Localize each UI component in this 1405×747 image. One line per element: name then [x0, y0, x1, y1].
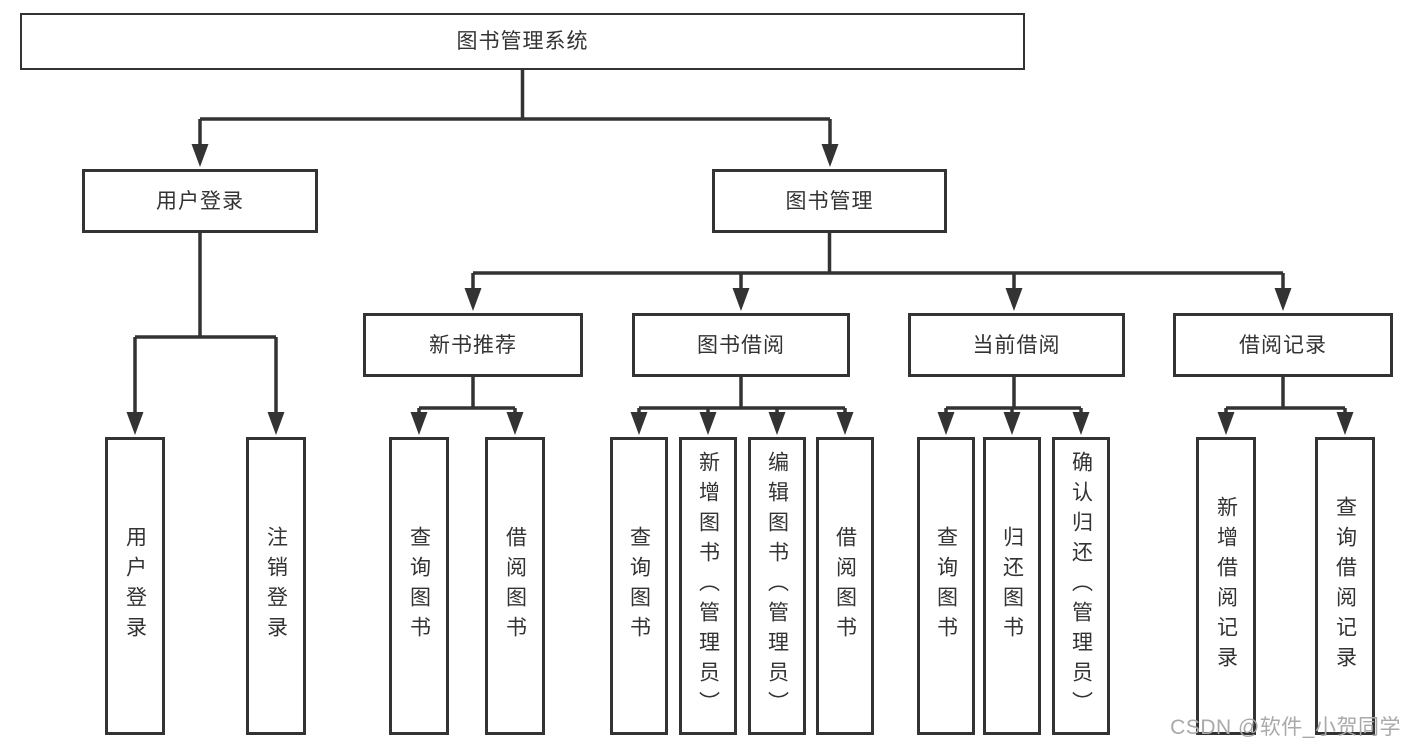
- connector-book-mgmt-children: [464, 233, 1292, 311]
- connector-user-login-children: [126, 233, 285, 435]
- node-new-book-rec: 新书推荐: [363, 313, 583, 377]
- leaf-label: 编辑图书（管理员）: [765, 451, 789, 721]
- node-leaf-borrow-book-2: 借阅图书: [816, 437, 874, 735]
- leaf-label: 借阅图书: [503, 526, 527, 646]
- leaf-label: 借阅图书: [833, 526, 857, 646]
- connector-current-borrow-children: [937, 377, 1090, 435]
- node-leaf-query-book-1: 查询图书: [389, 437, 449, 735]
- node-leaf-confirm-return: 确认归还（管理员）: [1052, 437, 1110, 735]
- connector-borrow-record-children: [1217, 377, 1354, 435]
- node-leaf-add-book: 新增图书（管理员）: [679, 437, 737, 735]
- connector-book-borrow-children: [630, 377, 854, 435]
- leaf-label: 查询图书: [627, 526, 651, 646]
- node-borrow-record: 借阅记录: [1173, 313, 1393, 377]
- node-leaf-query-record: 查询借阅记录: [1315, 437, 1375, 735]
- node-leaf-query-book-3: 查询图书: [917, 437, 975, 735]
- node-book-mgmt: 图书管理: [712, 169, 947, 233]
- node-leaf-logout: 注销登录: [246, 437, 306, 735]
- node-leaf-return-book: 归还图书: [983, 437, 1041, 735]
- node-root: 图书管理系统: [20, 13, 1025, 70]
- node-leaf-user-login: 用户登录: [105, 437, 165, 735]
- leaf-label: 查询图书: [934, 526, 958, 646]
- node-book-borrow: 图书借阅: [632, 313, 850, 377]
- leaf-label: 查询图书: [407, 526, 431, 646]
- leaf-label: 确认归还（管理员）: [1069, 451, 1093, 721]
- node-leaf-edit-book: 编辑图书（管理员）: [748, 437, 806, 735]
- leaf-label: 查询借阅记录: [1333, 496, 1357, 676]
- node-current-borrow: 当前借阅: [908, 313, 1125, 377]
- node-leaf-add-record: 新增借阅记录: [1196, 437, 1256, 735]
- leaf-label: 注销登录: [264, 526, 288, 646]
- connector-new-book-rec-children: [410, 377, 524, 435]
- leaf-label: 用户登录: [123, 526, 147, 646]
- node-leaf-borrow-book-1: 借阅图书: [485, 437, 545, 735]
- node-leaf-query-book-2: 查询图书: [610, 437, 668, 735]
- leaf-label: 归还图书: [1000, 526, 1024, 646]
- leaf-label: 新增图书（管理员）: [696, 451, 720, 721]
- leaf-label: 新增借阅记录: [1214, 496, 1238, 676]
- node-user-login: 用户登录: [82, 169, 318, 233]
- connector-root-to-level2: [191, 68, 839, 167]
